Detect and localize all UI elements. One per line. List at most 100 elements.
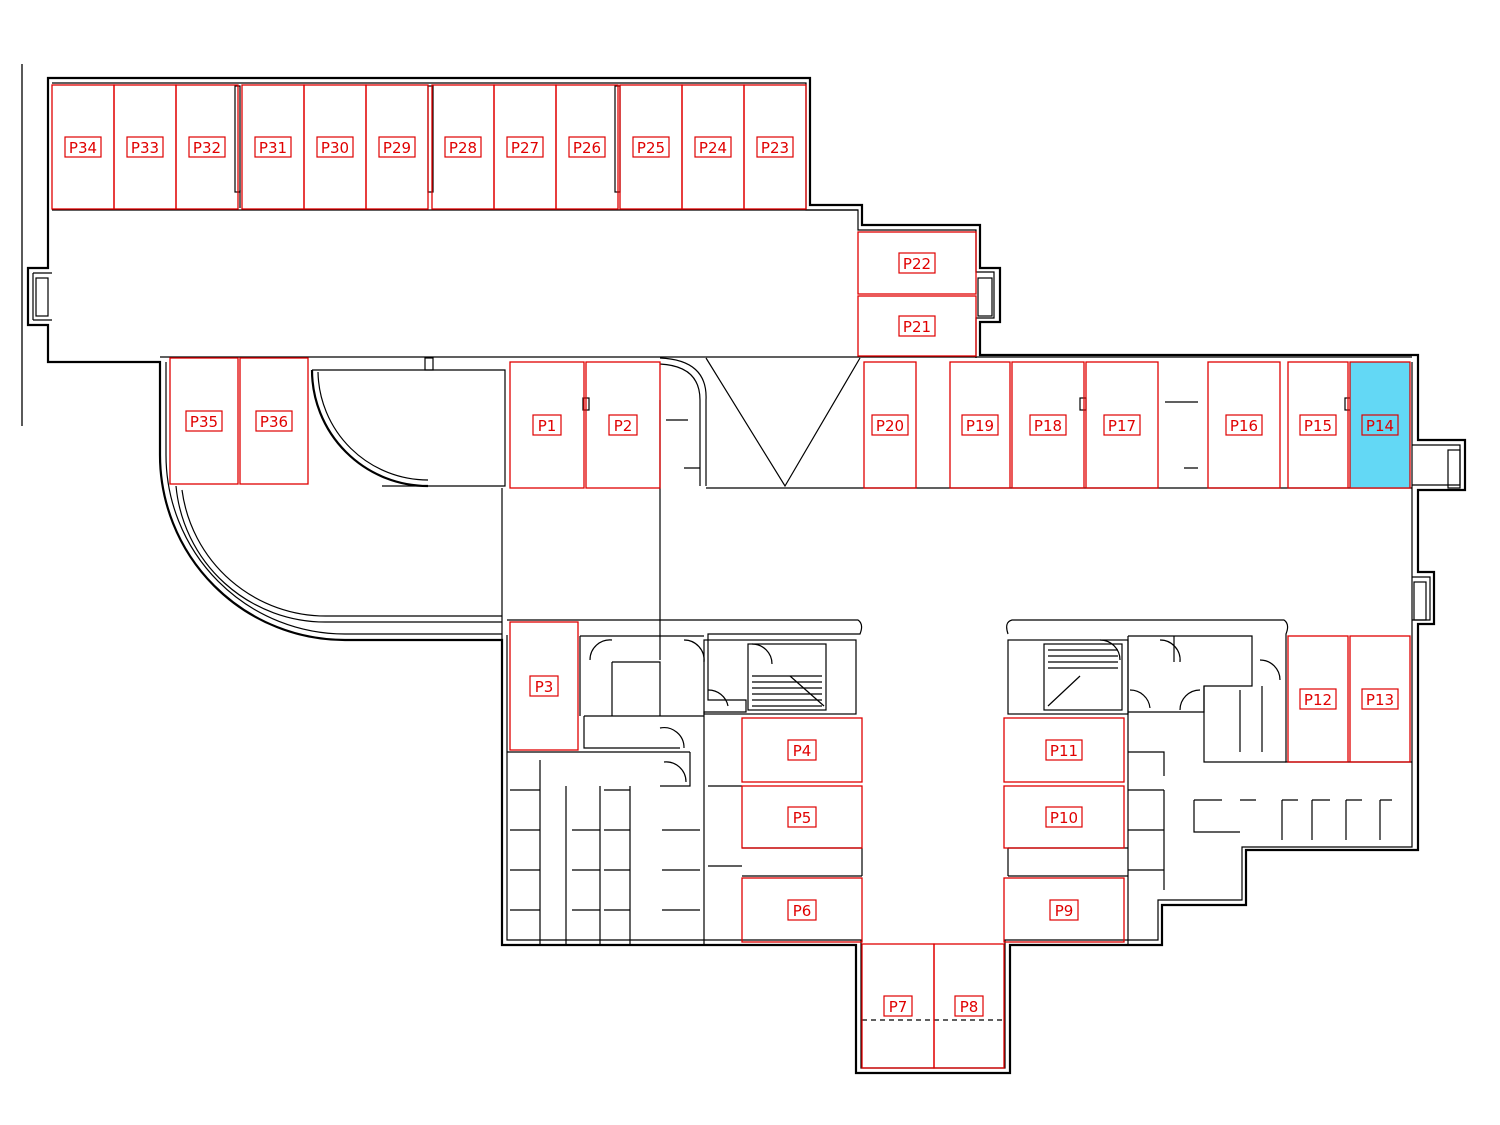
spot-label-box [787,806,817,828]
parking-spot-area[interactable] [1011,361,1085,489]
parking-spot-area[interactable] [741,785,863,849]
spot-label: P16 [1230,417,1258,435]
parking-spot-area[interactable] [169,357,239,485]
parking-spot-p18[interactable]: P18 [1011,361,1085,489]
parking-spot-area[interactable] [619,84,683,210]
spot-label: P5 [793,809,812,827]
spot-label: P2 [614,417,633,435]
spot-label-box [756,136,794,158]
parking-spot-p23[interactable]: P23 [743,84,807,210]
spot-label-box [64,136,102,158]
parking-spot-area[interactable] [241,84,305,210]
spot-label: P3 [535,678,554,696]
spot-label-box [188,136,226,158]
parking-spot-p34[interactable]: P34 [51,84,115,210]
parking-spot-p14[interactable]: P14 [1349,361,1411,489]
parking-spot-p25[interactable]: P25 [619,84,683,210]
parking-spot-area[interactable] [741,717,863,783]
parking-spot-p9[interactable]: P9 [1003,877,1125,943]
parking-spot-p26[interactable]: P26 [555,84,619,210]
parking-spot-area[interactable] [1003,877,1125,943]
parking-spot-p6[interactable]: P6 [741,877,863,943]
spot-label-box [1029,414,1067,436]
parking-spot-area[interactable] [1207,361,1281,489]
parking-spot-p5[interactable]: P5 [741,785,863,849]
spot-label: P34 [69,139,97,157]
parking-spot-p11[interactable]: P11 [1003,717,1125,783]
parking-spot-p28[interactable]: P28 [431,84,495,210]
spot-label-box [444,136,482,158]
parking-spot-p10[interactable]: P10 [1003,785,1125,849]
parking-spot-area[interactable] [933,943,1005,1069]
parking-spot-p21[interactable]: P21 [857,295,977,357]
spot-label-box [532,414,562,436]
spot-label-box [1045,806,1083,828]
parking-spot-p29[interactable]: P29 [365,84,429,210]
parking-spot-p8[interactable]: P8 [933,943,1005,1069]
parking-spot-p31[interactable]: P31 [241,84,305,210]
spot-label-box [898,252,936,274]
parking-spot-area[interactable] [1287,635,1349,763]
parking-spot-p24[interactable]: P24 [681,84,745,210]
parking-spot-p12[interactable]: P12 [1287,635,1349,763]
parking-spot-area[interactable] [1003,785,1125,849]
parking-spot-p17[interactable]: P17 [1085,361,1159,489]
parking-spot-p7[interactable]: P7 [861,943,935,1069]
spot-label-box [787,739,817,761]
parking-spot-area[interactable] [431,84,495,210]
parking-spot-p3[interactable]: P3 [509,621,579,751]
parking-spot-p19[interactable]: P19 [949,361,1011,489]
parking-spot-p32[interactable]: P32 [175,84,239,210]
spot-label-box [506,136,544,158]
spot-label-box [1225,414,1263,436]
spot-label-box [1049,899,1079,921]
spot-label: P36 [260,413,288,431]
spot-label-box [787,899,817,921]
spot-label-box [1045,739,1083,761]
parking-spot-area[interactable] [949,361,1011,489]
parking-spot-p36[interactable]: P36 [239,357,309,485]
parking-spot-p35[interactable]: P35 [169,357,239,485]
spot-label: P1 [538,417,557,435]
spot-label-box [883,995,913,1017]
spot-label-box [608,414,638,436]
parking-spot-p22[interactable]: P22 [857,231,977,295]
parking-spot-p16[interactable]: P16 [1207,361,1281,489]
spot-label-box [254,136,292,158]
parking-spot-p4[interactable]: P4 [741,717,863,783]
parking-spot-p30[interactable]: P30 [303,84,367,210]
parking-spot-p33[interactable]: P33 [113,84,177,210]
parking-spot-p27[interactable]: P27 [493,84,557,210]
parking-spot-area[interactable] [857,231,977,295]
parking-spot-area[interactable] [509,621,579,751]
parking-spot-area[interactable] [741,877,863,943]
parking-spot-area[interactable] [239,357,309,485]
parking-spot-p2[interactable]: P2 [585,361,661,489]
parking-spot-p15[interactable]: P15 [1287,361,1349,489]
parking-spot-area[interactable] [1003,717,1125,783]
parking-spot-area[interactable] [863,361,917,489]
spot-label-box [126,136,164,158]
parking-spot-area[interactable] [509,361,585,489]
spot-label-box [961,414,999,436]
spot-label-box [1361,414,1399,436]
spot-label: P19 [966,417,994,435]
spot-label: P13 [1366,691,1394,709]
parking-spot-p1[interactable]: P1 [509,361,585,489]
parking-spot-area[interactable] [51,84,115,210]
parking-spot-area[interactable] [1349,635,1411,763]
parking-spot-area[interactable] [1085,361,1159,489]
parking-spot-area[interactable] [857,295,977,357]
outer-walls [26,76,1467,1075]
parking-spot-p13[interactable]: P13 [1349,635,1411,763]
spot-label-box [1299,414,1337,436]
parking-spot-area[interactable] [585,361,661,489]
spot-label: P30 [321,139,349,157]
spot-label: P21 [903,318,931,336]
parking-spot-area[interactable] [1287,361,1349,489]
parking-spot-p20[interactable]: P20 [863,361,917,489]
spot-label-box [255,410,293,432]
spot-label-box [871,414,909,436]
